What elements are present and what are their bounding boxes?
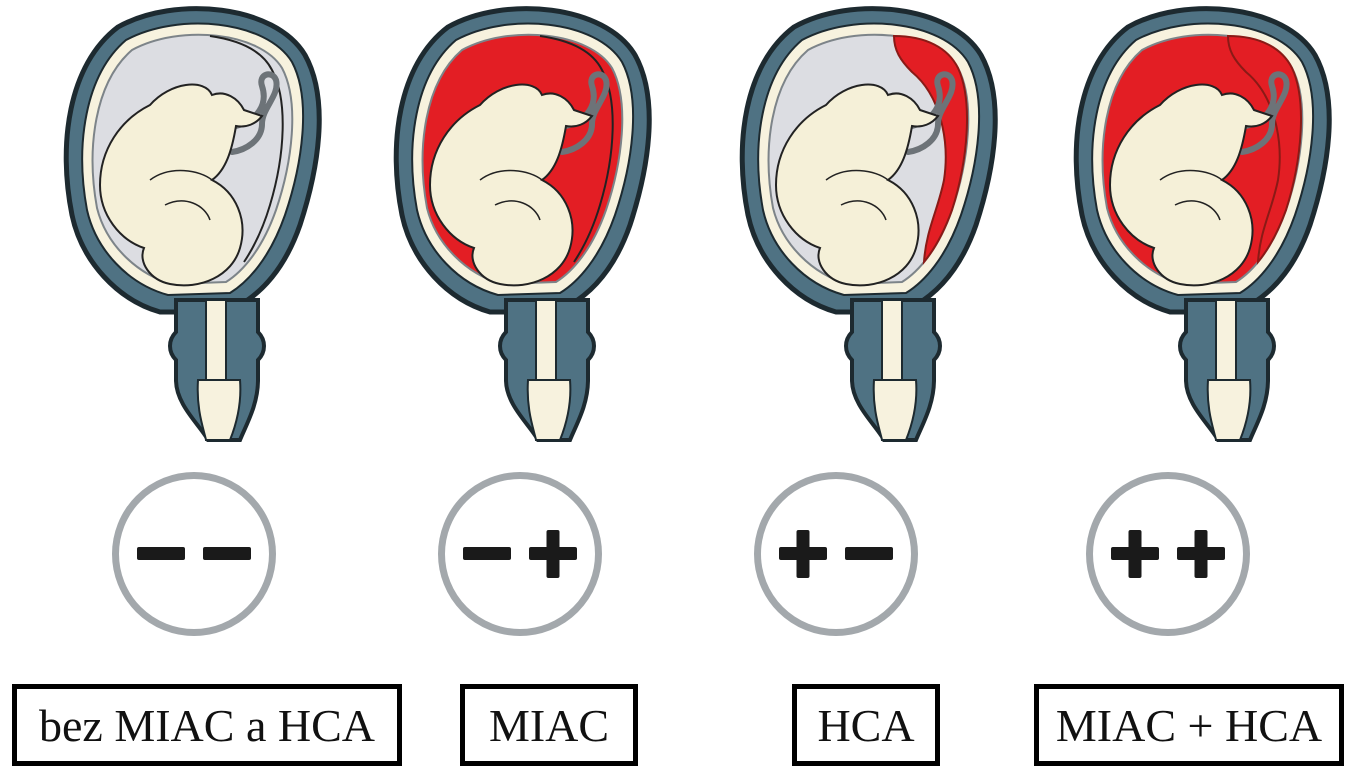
panel-label: MIAC + HCA bbox=[1056, 699, 1322, 752]
minus-sign bbox=[463, 547, 511, 560]
minus-sign bbox=[137, 547, 185, 560]
uterus-illustration bbox=[0, 0, 336, 460]
panel-label: bez MIAC a HCA bbox=[39, 699, 375, 752]
panel-no-miac-hca: bez MIAC a HCA bbox=[0, 0, 336, 771]
panel-hca: HCA bbox=[676, 0, 1012, 771]
uterus-illustration bbox=[330, 0, 666, 460]
signs bbox=[761, 479, 911, 629]
plus-sign-vertical bbox=[1129, 530, 1142, 578]
status-circle bbox=[438, 472, 602, 636]
label-box: HCA bbox=[792, 684, 940, 766]
vagina bbox=[874, 380, 917, 440]
vagina bbox=[1208, 380, 1251, 440]
uterus-illustration bbox=[1010, 0, 1346, 460]
minus-sign bbox=[203, 547, 251, 560]
plus-sign-vertical bbox=[1195, 530, 1208, 578]
vagina bbox=[528, 380, 571, 440]
plus-sign-vertical bbox=[547, 530, 560, 578]
label-box: MIAC bbox=[460, 684, 638, 766]
status-circle bbox=[754, 472, 918, 636]
uterus-illustration bbox=[676, 0, 1012, 460]
signs bbox=[445, 479, 595, 629]
minus-sign bbox=[845, 547, 893, 560]
label-box: MIAC + HCA bbox=[1034, 684, 1344, 766]
signs bbox=[119, 479, 269, 629]
status-circle bbox=[112, 472, 276, 636]
panel-label: HCA bbox=[817, 699, 914, 752]
vagina bbox=[198, 380, 241, 440]
status-circle bbox=[1086, 472, 1250, 636]
panel-miac-hca: MIAC + HCA bbox=[1010, 0, 1346, 771]
signs bbox=[1093, 479, 1243, 629]
panel-label: MIAC bbox=[489, 699, 609, 752]
panel-miac: MIAC bbox=[330, 0, 666, 771]
plus-sign-vertical bbox=[797, 530, 810, 578]
